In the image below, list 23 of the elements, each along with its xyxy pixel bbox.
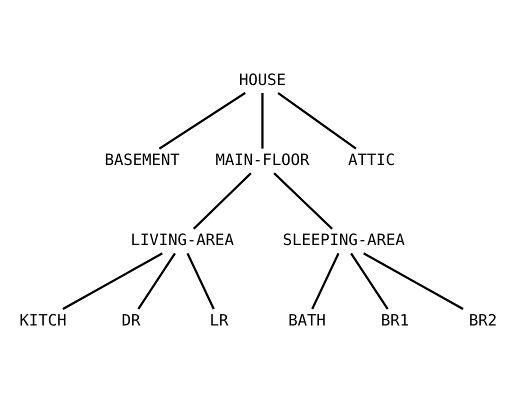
connector — [273, 172, 333, 230]
connector — [137, 252, 176, 310]
node-text: SLEEPING-AREA — [282, 231, 405, 250]
node-text: LR — [210, 311, 228, 330]
connector — [192, 172, 252, 230]
node-text: BR1 — [380, 311, 410, 330]
connector — [277, 92, 357, 150]
connector — [363, 252, 464, 310]
node-text: LIVING-AREA — [130, 231, 234, 250]
node-text: HOUSE — [238, 70, 286, 89]
node-text: BASEMENT — [104, 151, 180, 170]
connector — [62, 252, 163, 310]
node-text: BATH — [288, 311, 326, 330]
node-text: ATTIC — [348, 151, 396, 170]
connector — [158, 92, 246, 150]
node-text: MAIN-FLOOR — [216, 151, 310, 170]
node-text: BR2 — [468, 311, 498, 330]
node-text: DR — [122, 311, 140, 330]
connector — [186, 252, 215, 310]
connector — [261, 93, 264, 149]
node-text: KITCH — [20, 311, 66, 330]
connector — [350, 252, 389, 310]
connector — [311, 252, 340, 310]
